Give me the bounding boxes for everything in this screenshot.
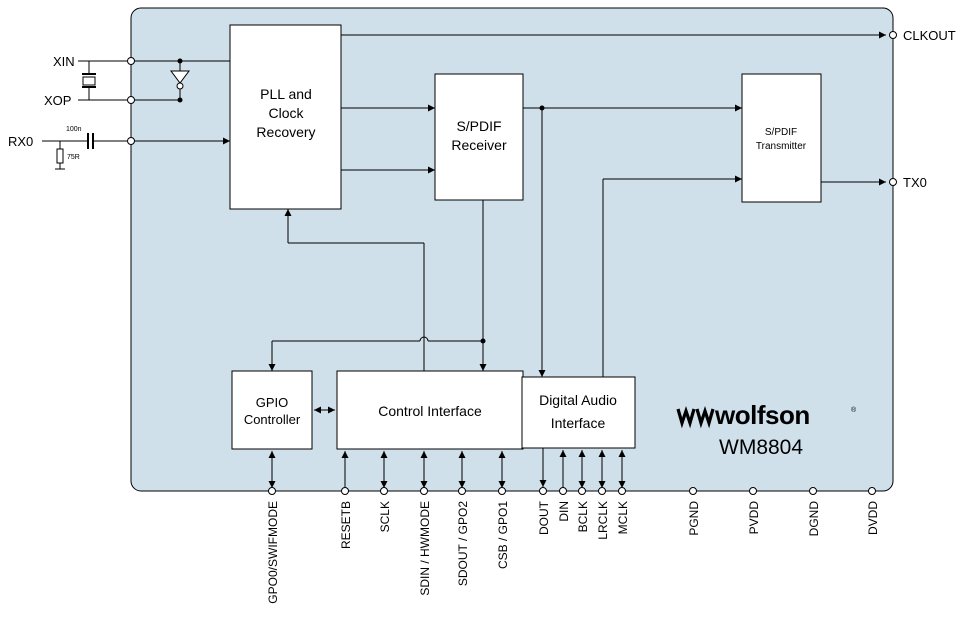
pin-sdin bbox=[420, 487, 428, 495]
pin-label-xin: XIN bbox=[53, 54, 75, 69]
pin-pgnd bbox=[689, 487, 697, 495]
pin-dgnd bbox=[809, 487, 817, 495]
digital-audio-interface-block bbox=[521, 376, 636, 449]
pin-label-dout: DOUT bbox=[537, 500, 551, 535]
spdif-transmitter-label-line1: S/PDIF bbox=[765, 127, 797, 138]
pin-sdout bbox=[458, 487, 466, 495]
pin-rx0 bbox=[127, 137, 135, 145]
pin-clkout bbox=[889, 31, 897, 39]
pin-label-clkout: CLKOUT bbox=[903, 28, 956, 43]
pin-label-mclk: MCLK bbox=[616, 501, 630, 534]
wolfson-logo-text: wolfson bbox=[714, 400, 810, 430]
control-interface-block bbox=[336, 370, 524, 450]
bottom-pin-lines bbox=[268, 448, 626, 488]
spdif-receiver-block bbox=[434, 73, 524, 201]
pin-dout bbox=[539, 487, 547, 495]
junction-dot bbox=[539, 105, 545, 111]
part-number: WM8804 bbox=[719, 436, 803, 459]
gpio-controller-block bbox=[231, 370, 313, 450]
gpio-controller-label-line2: Controller bbox=[244, 412, 301, 427]
pin-dvdd bbox=[868, 487, 876, 495]
pin-mclk bbox=[618, 487, 626, 495]
pin-label-dgnd: DGND bbox=[807, 501, 821, 537]
registered-mark: ® bbox=[851, 406, 857, 414]
crystal-circuit bbox=[78, 60, 127, 101]
spdif-transmitter-label-line2: Transmitter bbox=[756, 141, 807, 152]
pll-label-line1: PLL and bbox=[260, 86, 312, 102]
pin-xop bbox=[127, 96, 135, 104]
pin-label-resetb: RESETB bbox=[339, 501, 353, 549]
pin-label-rx0: RX0 bbox=[8, 134, 33, 149]
pin-pvdd bbox=[749, 487, 757, 495]
pin-label-din: DIN bbox=[557, 501, 571, 522]
pll-label-line3: Recovery bbox=[256, 124, 315, 140]
rx0-input-network bbox=[42, 133, 127, 170]
spdif-receiver-label-line2: Receiver bbox=[451, 137, 507, 153]
pin-label-sclk: SCLK bbox=[378, 501, 392, 532]
spdif-transmitter-block bbox=[741, 73, 822, 203]
pin-label-pvdd: PVDD bbox=[747, 501, 761, 535]
pin-xin bbox=[127, 57, 135, 65]
pin-tx0 bbox=[889, 178, 897, 186]
pin-csb bbox=[498, 487, 506, 495]
pin-din bbox=[559, 487, 567, 495]
pin-label-csb: CSB / GPO1 bbox=[496, 501, 510, 569]
pin-gpo0 bbox=[268, 487, 276, 495]
junction-dot bbox=[177, 97, 183, 103]
pin-label-tx0: TX0 bbox=[903, 175, 927, 190]
pin-label-pgnd: PGND bbox=[687, 501, 701, 536]
gpio-controller-label-line1: GPIO bbox=[256, 395, 289, 410]
pin-label-dvdd: DVDD bbox=[866, 501, 880, 535]
pin-sclk bbox=[380, 487, 388, 495]
pin-label-sdin: SDIN / HWMODE bbox=[418, 501, 432, 596]
pin-label-xop: XOP bbox=[44, 93, 71, 108]
pin-bclk bbox=[578, 487, 586, 495]
pll-label-line2: Clock bbox=[268, 105, 304, 121]
capacitor-label: 100n bbox=[66, 126, 82, 133]
control-interface-label: Control Interface bbox=[378, 403, 482, 419]
pin-label-lrclk: LRCLK bbox=[596, 501, 610, 540]
wolfson-logo-mark bbox=[676, 405, 715, 429]
pin-label-bclk: BCLK bbox=[576, 501, 590, 532]
pin-lrclk bbox=[598, 487, 606, 495]
internal-signals bbox=[268, 31, 886, 414]
junction-dot bbox=[177, 58, 183, 64]
resistor-label: 75R bbox=[67, 154, 80, 161]
pin-resetb bbox=[341, 487, 349, 495]
pin-label-gpo0: GPO0/SWIFMODE bbox=[266, 501, 280, 604]
dai-label-line1: Digital Audio bbox=[539, 392, 617, 408]
spdif-receiver-label-line1: S/PDIF bbox=[456, 118, 501, 134]
junction-dot bbox=[480, 338, 486, 344]
pin-label-sdout: SDOUT / GPO2 bbox=[456, 501, 470, 586]
dai-label-line2: Interface bbox=[551, 415, 606, 431]
